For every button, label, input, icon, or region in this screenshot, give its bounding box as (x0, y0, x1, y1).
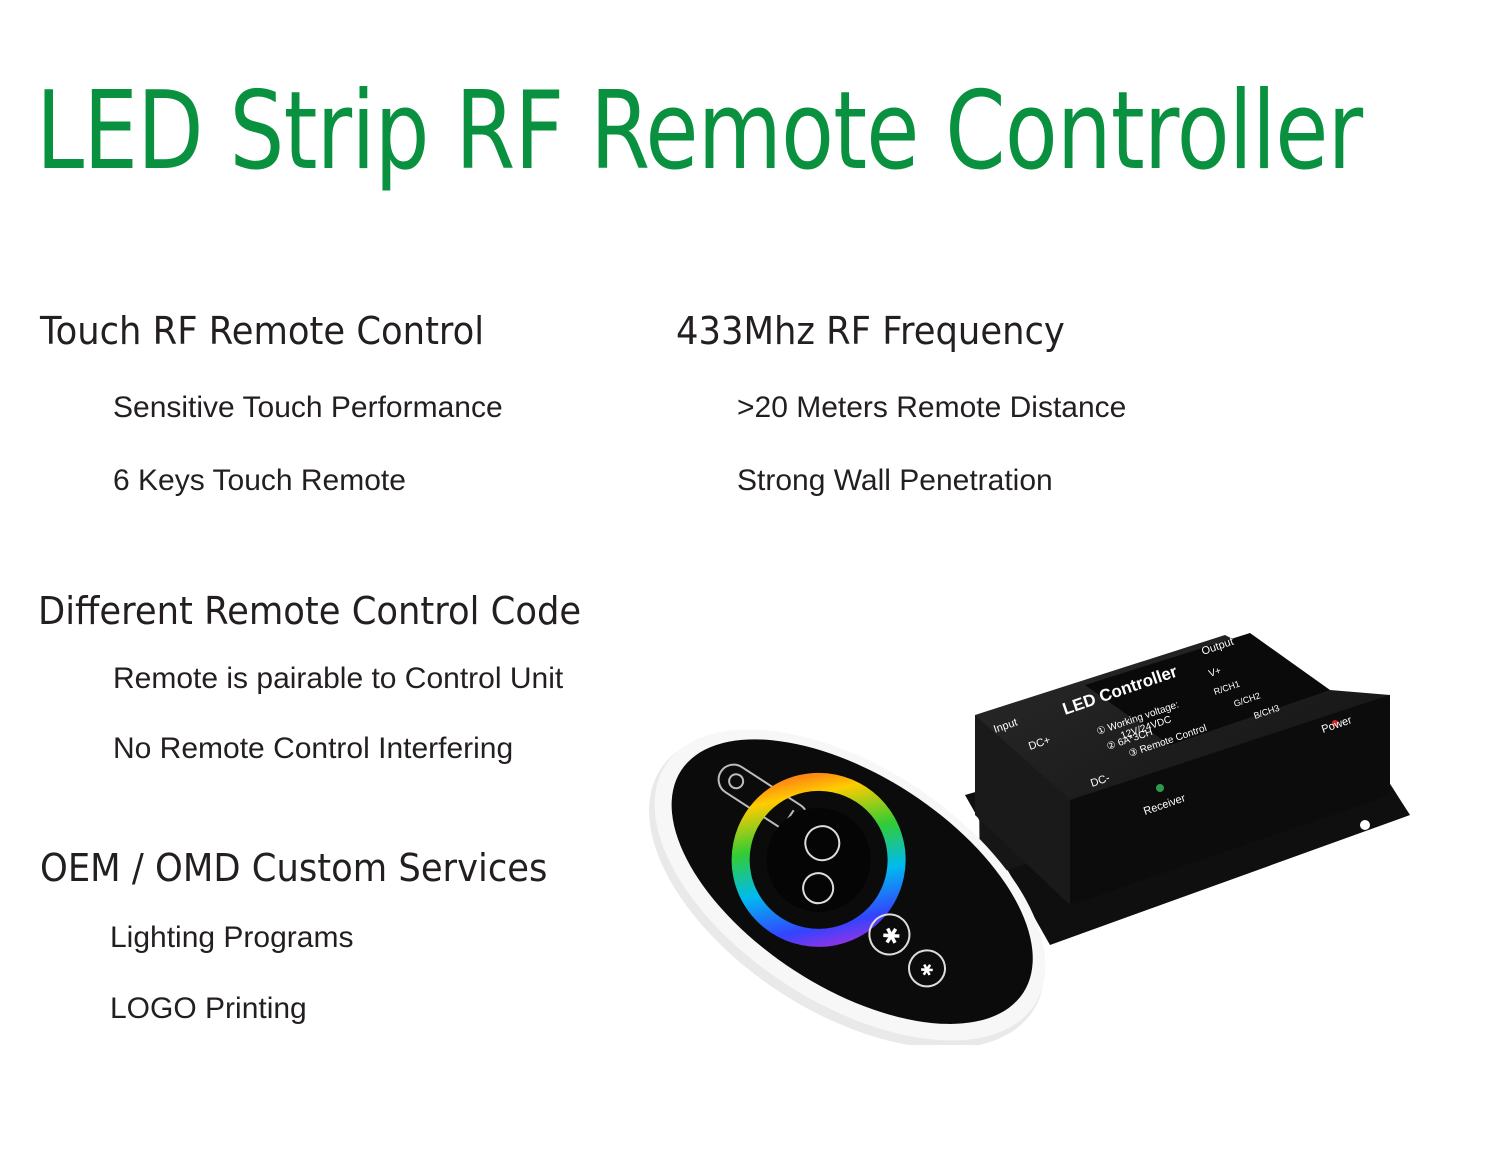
receiver-led (1156, 784, 1164, 792)
color-wheel-icon (731, 772, 906, 947)
led-controller-box: LED Controller Input Output DC+ DC- ① Wo… (965, 633, 1410, 945)
product-photo: LED Controller Input Output DC+ DC- ① Wo… (649, 633, 1410, 1045)
heading-oem-services: OEM / OMD Custom Services (40, 846, 548, 890)
white-brightness-up-icon (868, 913, 911, 956)
feature-logo-printing: LOGO Printing (110, 992, 307, 1025)
feature-wall-penetration: Strong Wall Penetration (737, 464, 1053, 497)
white-brightness-down-icon (908, 949, 947, 988)
feature-touch-performance: Sensitive Touch Performance (113, 391, 503, 424)
heading-rf-frequency: 433Mhz RF Frequency (676, 309, 1065, 353)
feature-pairable: Remote is pairable to Control Unit (113, 662, 564, 695)
feature-six-keys: 6 Keys Touch Remote (113, 464, 406, 497)
feature-lighting-programs: Lighting Programs (110, 921, 354, 954)
heading-remote-code: Different Remote Control Code (38, 589, 582, 633)
heading-touch-rf: Touch RF Remote Control (40, 309, 485, 353)
touch-remote: ✱ ✱ (649, 729, 1046, 1045)
power-led (1332, 720, 1338, 726)
channel-vplus: V+ (1207, 665, 1223, 680)
mode-button-icon (804, 825, 841, 862)
speed-button-icon (802, 872, 835, 905)
feature-remote-distance: >20 Meters Remote Distance (737, 391, 1127, 424)
page-title: LED Strip RF Remote Controller (36, 69, 1363, 194)
feature-no-interference: No Remote Control Interfering (113, 732, 514, 765)
